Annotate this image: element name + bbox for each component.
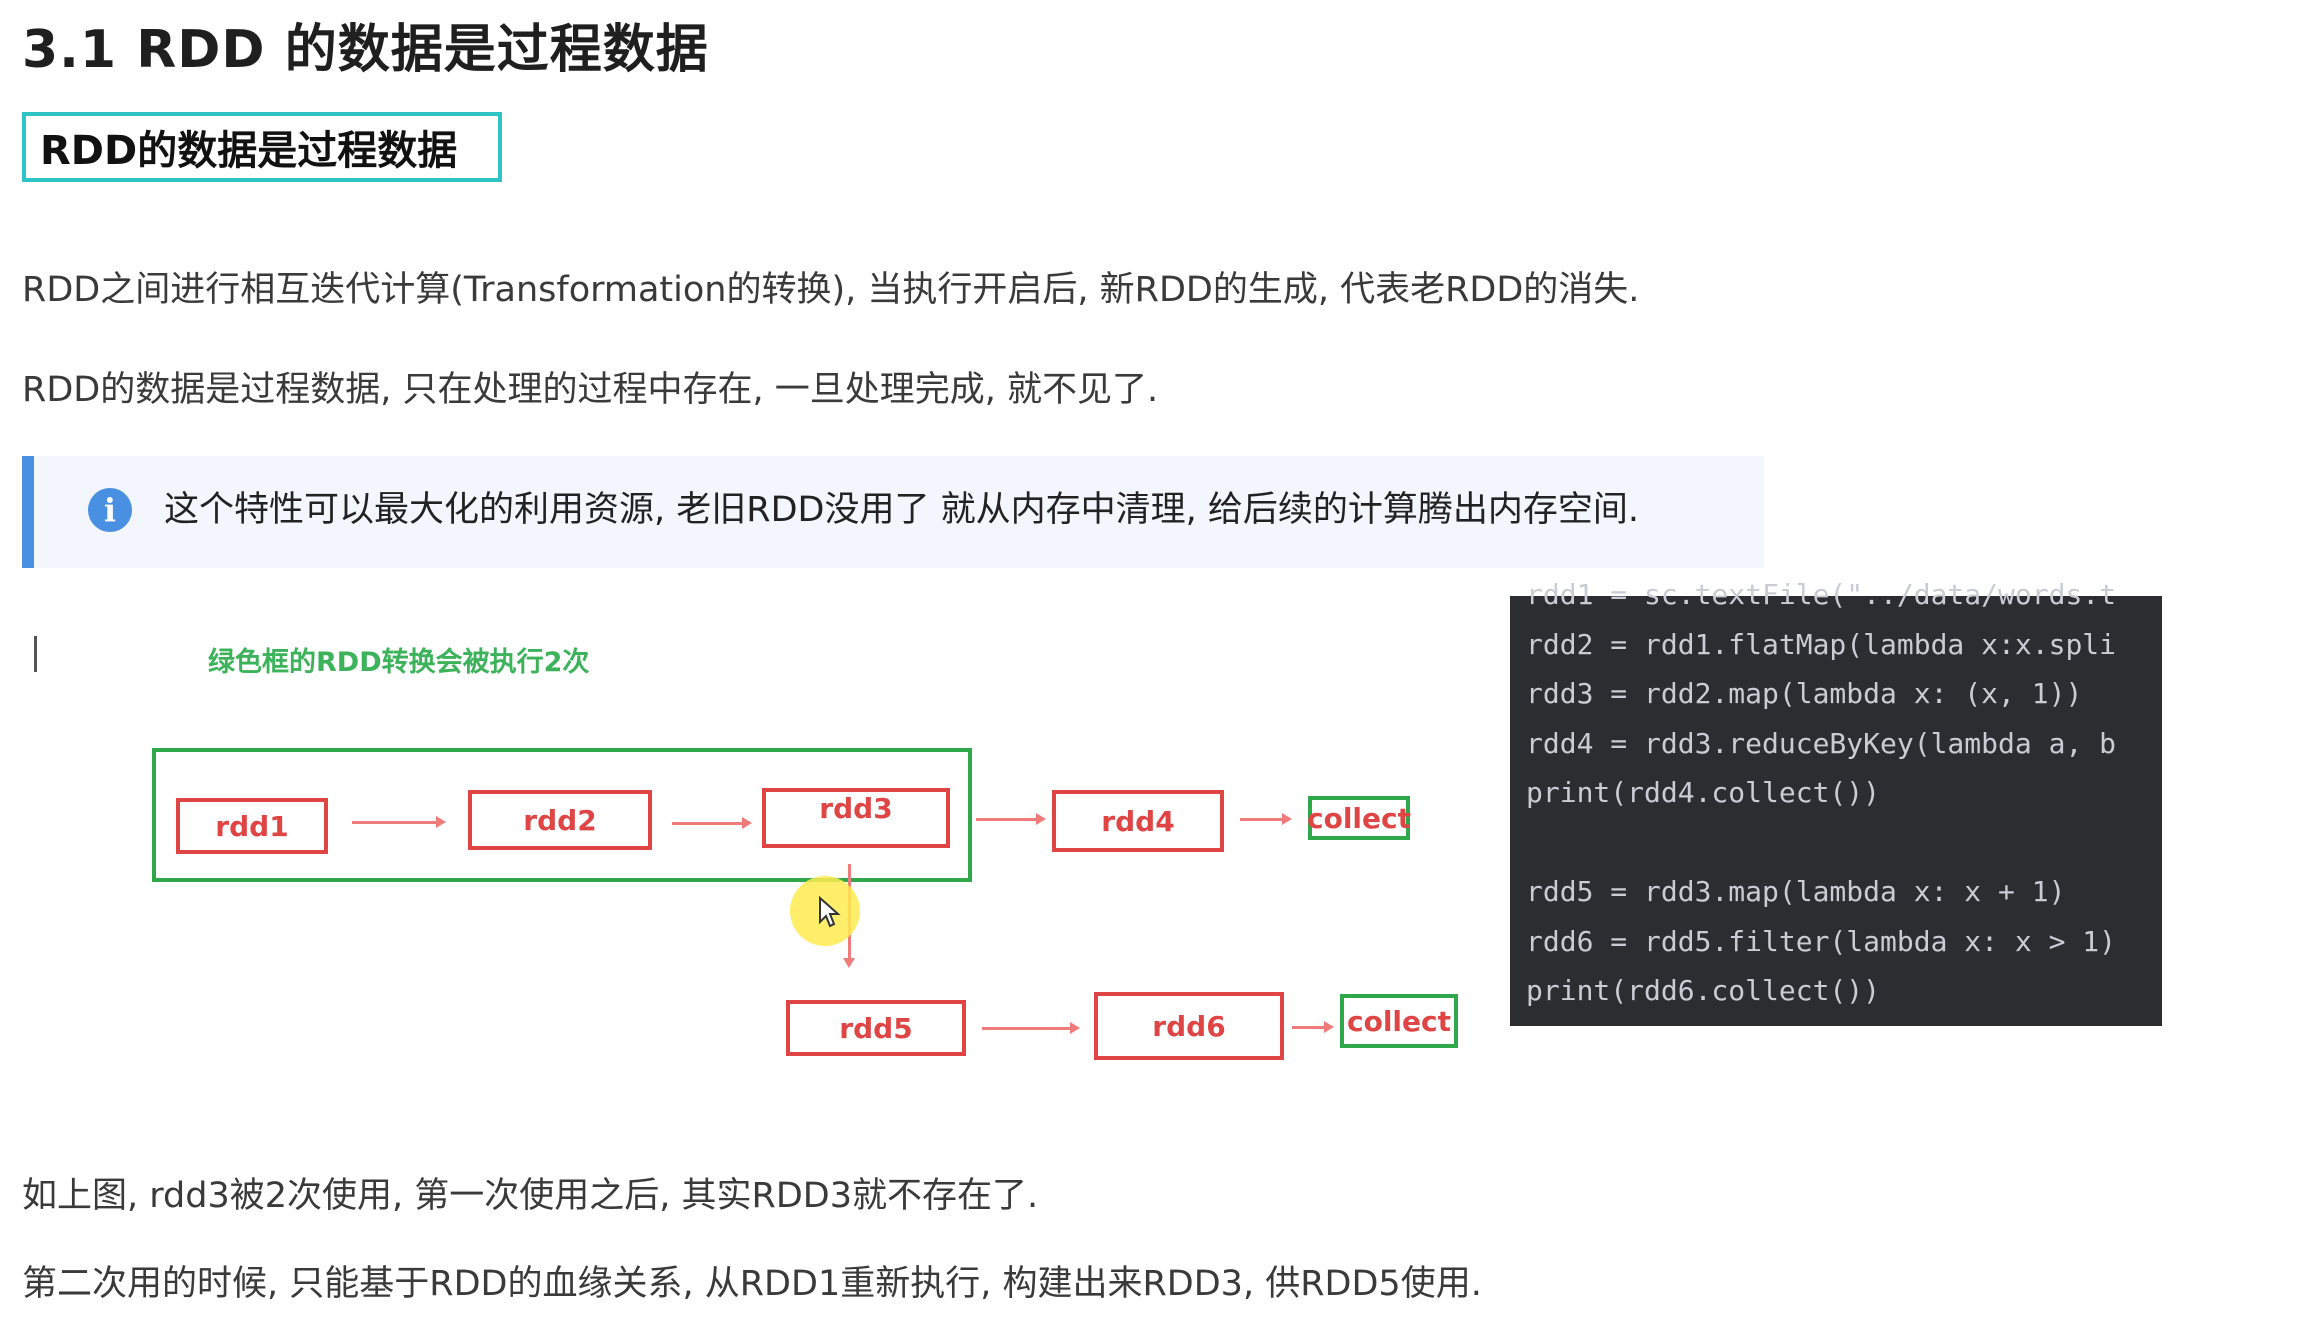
code-line: rdd3 = rdd2.map(lambda x: (x, 1)) xyxy=(1526,677,2083,710)
code-line: rdd2 = rdd1.flatMap(lambda x:x.spli xyxy=(1526,627,2117,661)
code-panel: rdd1 = sc.textFile("../data/words.t rdd2… xyxy=(1510,578,2162,1026)
code-line: rdd5 = rdd3.map(lambda x: x + 1) xyxy=(1526,875,2066,908)
code-lines: rdd1 = sc.textFile("../data/words.t rdd2… xyxy=(1526,570,2116,1016)
arrow-rdd6-collect xyxy=(1292,1021,1334,1033)
arrow-rdd1-rdd2 xyxy=(352,816,446,828)
collect-box-top: collect xyxy=(1307,796,1411,840)
arrow-rdd4-collect xyxy=(1240,813,1292,825)
paragraph-rdd3-used-twice: 如上图, rdd3被2次使用, 第一次使用之后, 其实RDD3就不存在了. xyxy=(22,1176,1039,1216)
code-line: rdd6 = rdd5.filter(lambda x: x > 1) xyxy=(1526,924,2117,958)
diagram-note: 绿色框的RDD转换会被执行2次 xyxy=(208,647,590,678)
code-line: rdd4 = rdd3.reduceByKey(lambda a, b xyxy=(1526,726,2117,760)
code-line xyxy=(1526,818,2116,868)
arrow-rdd3-rdd4 xyxy=(976,813,1046,825)
rdd-lineage-diagram: 绿色框的RDD转换会被执行2次 rdd1 rdd2 rdd3 rdd4 coll… xyxy=(0,596,1470,1116)
green-frame-executed-twice xyxy=(152,748,972,882)
paragraph-transformation: RDD之间进行相互迭代计算(Transformation的转换), 当执行开启后… xyxy=(22,270,1640,310)
paragraph-lineage-rebuild: 第二次用的时候, 只能基于RDD的血缘关系, 从RDD1重新执行, 构建出来RD… xyxy=(22,1264,1482,1304)
code-line: rdd1 = sc.textFile("../data/words.t xyxy=(1526,578,2117,611)
paragraph-process-data: RDD的数据是过程数据, 只在处理的过程中存在, 一旦处理完成, 就不见了. xyxy=(22,370,1159,410)
arrow-rdd5-rdd6 xyxy=(982,1022,1080,1034)
code-line: print(rdd4.collect()) xyxy=(1526,776,1881,809)
rdd6-box: rdd6 xyxy=(1094,992,1284,1060)
rdd5-box: rdd5 xyxy=(786,1000,966,1056)
info-icon: i xyxy=(88,488,132,532)
left-margin-mark xyxy=(34,636,37,672)
title-box: RDD的数据是过程数据 xyxy=(22,112,502,182)
rdd2-box: rdd2 xyxy=(468,790,652,850)
arrow-rdd2-rdd3 xyxy=(672,817,752,829)
mouse-pointer-icon xyxy=(819,895,841,928)
rdd1-box: rdd1 xyxy=(176,798,328,854)
rdd3-box: rdd3 xyxy=(762,788,950,848)
rdd4-box: rdd4 xyxy=(1052,790,1224,852)
info-callout: i 这个特性可以最大化的利用资源, 老旧RDD没用了 就从内存中清理, 给后续的… xyxy=(22,456,1764,568)
title-box-text: RDD的数据是过程数据 xyxy=(40,128,458,174)
section-heading: 3.1 RDD 的数据是过程数据 xyxy=(22,20,709,80)
callout-text: 这个特性可以最大化的利用资源, 老旧RDD没用了 就从内存中清理, 给后续的计算… xyxy=(164,490,1639,530)
collect-box-bottom: collect xyxy=(1340,994,1458,1048)
code-line: print(rdd6.collect()) xyxy=(1526,974,1881,1007)
